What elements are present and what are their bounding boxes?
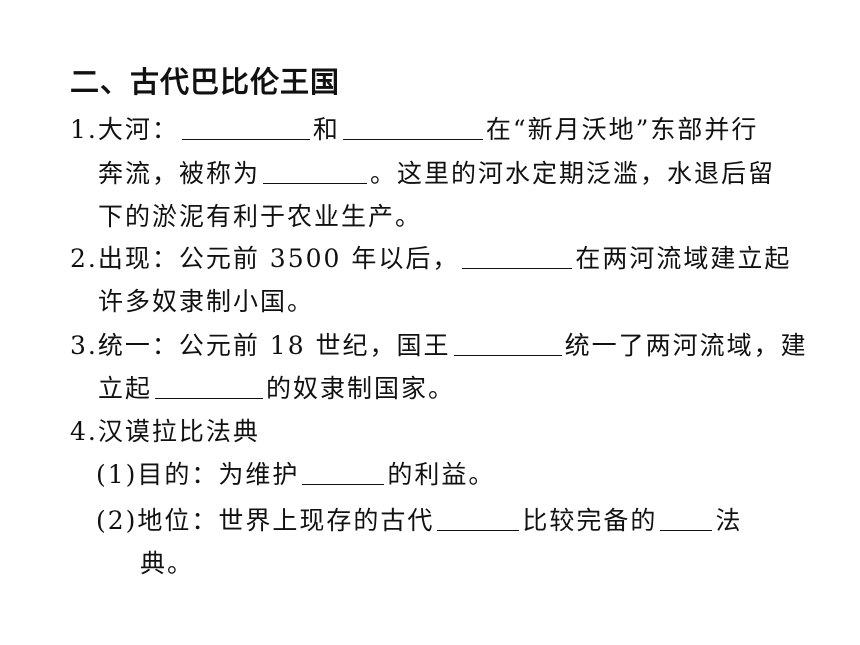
item-2-line-1: 2.出现：公元前 3500 年以后， 在两河流域建立起 <box>70 241 791 277</box>
item-4-text: (1)目的：为维护 <box>96 460 300 489</box>
item-1-text: 在“新月沃地”东部并行 <box>485 115 759 144</box>
item-3-line-1: 3.统一：公元前 18 世纪，国王 统一了两河流域，建 <box>70 328 808 364</box>
item-4-text: (2)地位：世界上现存的古代 <box>96 506 435 535</box>
item-1-text: 。这里的河水定期泛滥，水退后留 <box>370 159 776 188</box>
section-title: 二、古代巴比伦王国 <box>70 65 341 99</box>
item-1-label: 1.大河： <box>70 115 179 144</box>
blank-written[interactable] <box>660 505 713 531</box>
item-4-text: 的利益。 <box>387 460 496 489</box>
blank-people[interactable] <box>462 243 573 269</box>
blank-state-type[interactable] <box>155 373 264 399</box>
item-2-line-2: 许多奴隶制小国。 <box>98 284 314 320</box>
item-1-line-2: 奔流，被称为 。这里的河水定期泛滥，水退后留 <box>98 156 775 192</box>
item-3-text: 3.统一：公元前 18 世纪，国王 <box>70 331 451 360</box>
item-1-text: 下的淤泥有利于农业生产。 <box>98 202 423 231</box>
item-4-sub-2-cont: 典。 <box>140 546 194 582</box>
item-4-text: 典。 <box>140 549 195 578</box>
item-2-text: 在两河流域建立起 <box>575 244 792 273</box>
blank-river-1[interactable] <box>181 114 310 140</box>
item-1-text: 奔流，被称为 <box>98 159 261 188</box>
item-3-text: 的奴隶制国家。 <box>266 374 456 403</box>
item-4-sub-1: (1)目的：为维护 的利益。 <box>96 457 495 493</box>
blank-river-2[interactable] <box>342 114 483 140</box>
item-4-sub-2: (2)地位：世界上现存的古代 比较完备的 法 <box>96 503 742 539</box>
item-4-text: 4.汉谟拉比法典 <box>70 417 260 446</box>
item-3-line-2: 立起 的奴隶制国家。 <box>98 371 455 407</box>
blank-first[interactable] <box>437 505 520 531</box>
item-4-text: 法 <box>715 506 743 535</box>
blank-king[interactable] <box>453 330 562 356</box>
item-1-text: 和 <box>312 115 340 144</box>
item-1-line-3: 下的淤泥有利于农业生产。 <box>98 199 422 235</box>
item-1-line-1: 1.大河： 和 在“新月沃地”东部并行 <box>70 112 758 148</box>
item-2-text: 2.出现：公元前 3500 年以后， <box>70 244 460 273</box>
item-4-text: 比较完备的 <box>522 506 658 535</box>
blank-region-name[interactable] <box>263 158 368 184</box>
item-3-text: 统一了两河流域，建 <box>564 331 808 360</box>
blank-interest[interactable] <box>302 459 385 485</box>
item-2-text: 许多奴隶制小国。 <box>98 287 315 316</box>
item-4-heading: 4.汉谟拉比法典 <box>70 414 260 450</box>
item-3-text: 立起 <box>98 374 153 403</box>
